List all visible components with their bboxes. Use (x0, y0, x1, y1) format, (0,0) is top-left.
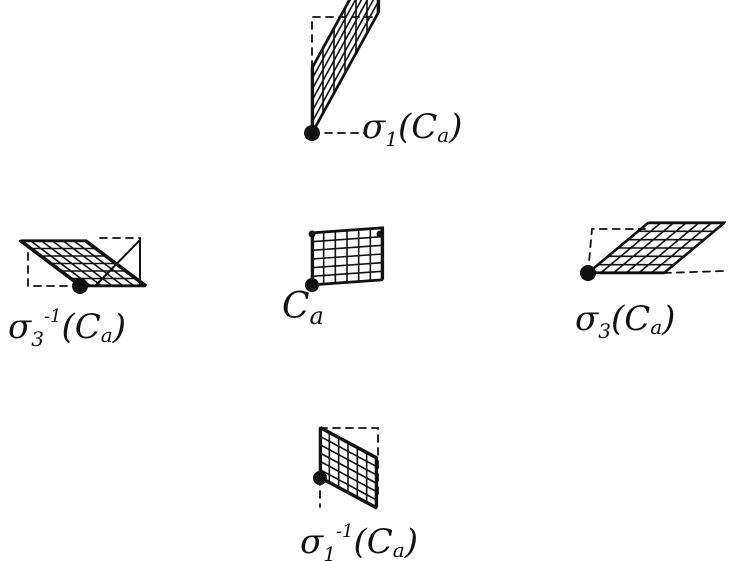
grid-outline (312, 0, 381, 133)
base-point (580, 265, 596, 281)
grid-sigma1 (304, 0, 381, 141)
base-point (305, 278, 319, 292)
dashed-outline (27, 247, 81, 287)
dashed-outline (663, 270, 725, 274)
label-sigma3: σ3(Ca) (575, 299, 675, 343)
grid-outline (312, 226, 385, 285)
grid-line (311, 0, 357, 80)
grid-line (73, 240, 135, 287)
figure-sigma1-inverse: σ1-1(Ca) (300, 426, 418, 561)
corner-point (376, 230, 384, 238)
grid-sigma3 (580, 221, 727, 281)
grid-center (305, 226, 385, 292)
base-point (313, 471, 327, 485)
grid-sigma1-inverse (313, 426, 379, 510)
label-sigma3-inverse: σ3-1(Ca) (8, 306, 126, 351)
figure-sigma1: σ1(Ca) (304, 0, 462, 151)
grid-sigma3-inverse (18, 237, 148, 294)
grid-outline (588, 221, 727, 273)
base-point (72, 278, 88, 294)
label-sigma1: σ1(Ca) (362, 107, 462, 151)
label-sigma1-inverse: σ1-1(Ca) (300, 521, 418, 561)
grid-outline (94, 237, 141, 287)
label-center: Ca (282, 286, 324, 330)
grid-outline (320, 426, 379, 508)
dashed-outline (587, 228, 646, 274)
grid-outline (318, 426, 378, 510)
base-point (304, 125, 320, 141)
grid-outline (310, 226, 384, 287)
grid-outline (310, 0, 380, 135)
corner-point (308, 230, 316, 238)
figure-center: Ca (282, 226, 385, 330)
figure-sigma3-inverse: σ3-1(Ca) (8, 237, 148, 351)
figure-sigma3: σ3(Ca) (575, 221, 727, 343)
grid-line (311, 0, 363, 91)
